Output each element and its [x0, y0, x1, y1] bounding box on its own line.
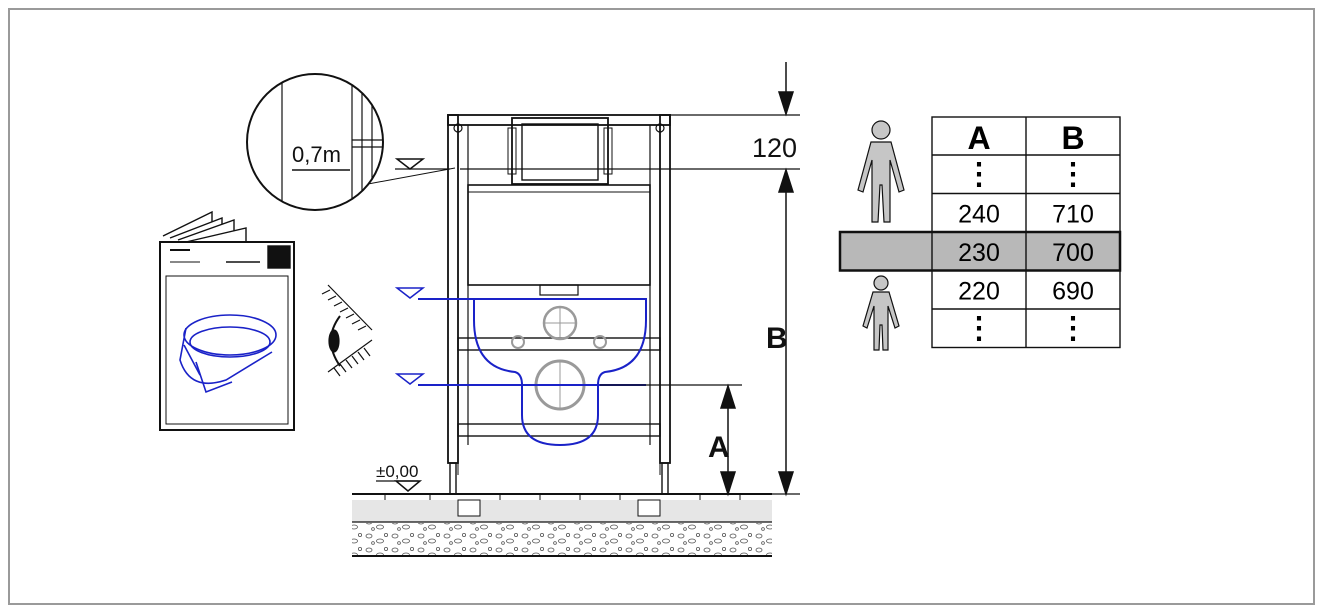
installation-frame	[447, 114, 671, 495]
magnifier-label: 0,7m	[292, 142, 341, 167]
table-cell: 220	[958, 278, 1000, 306]
table-header-cell: B	[1061, 120, 1084, 156]
table-cell: ⋮	[964, 312, 994, 345]
table-cell: 700	[1052, 239, 1094, 267]
floor-level-label: ±0,00	[376, 462, 418, 481]
floor-section	[352, 493, 772, 557]
dimension-lines	[460, 62, 800, 497]
table-cell: 710	[1052, 201, 1094, 229]
toilet-outline	[418, 298, 647, 447]
table-cell: ⋮	[964, 158, 994, 191]
tall-person-icon	[857, 120, 905, 223]
level-markers	[393, 158, 450, 492]
table-cell: ⋮	[1058, 158, 1088, 191]
table-cell: 240	[958, 201, 1000, 229]
short-person-icon	[862, 275, 900, 351]
table-cell: 690	[1052, 278, 1094, 306]
table-cell: ⋮	[1058, 312, 1088, 345]
dimension-120-label: 120	[752, 133, 797, 163]
dimension-b-label: B	[766, 322, 788, 355]
eye-icon	[321, 284, 373, 377]
table-header-cell: A	[967, 120, 990, 156]
dimension-a-label: A	[708, 431, 730, 464]
image-frame	[8, 8, 1315, 605]
manual-booklet-icon	[159, 210, 295, 431]
magnifier-detail-icon	[246, 73, 456, 211]
table-cell: 230	[958, 239, 1000, 267]
